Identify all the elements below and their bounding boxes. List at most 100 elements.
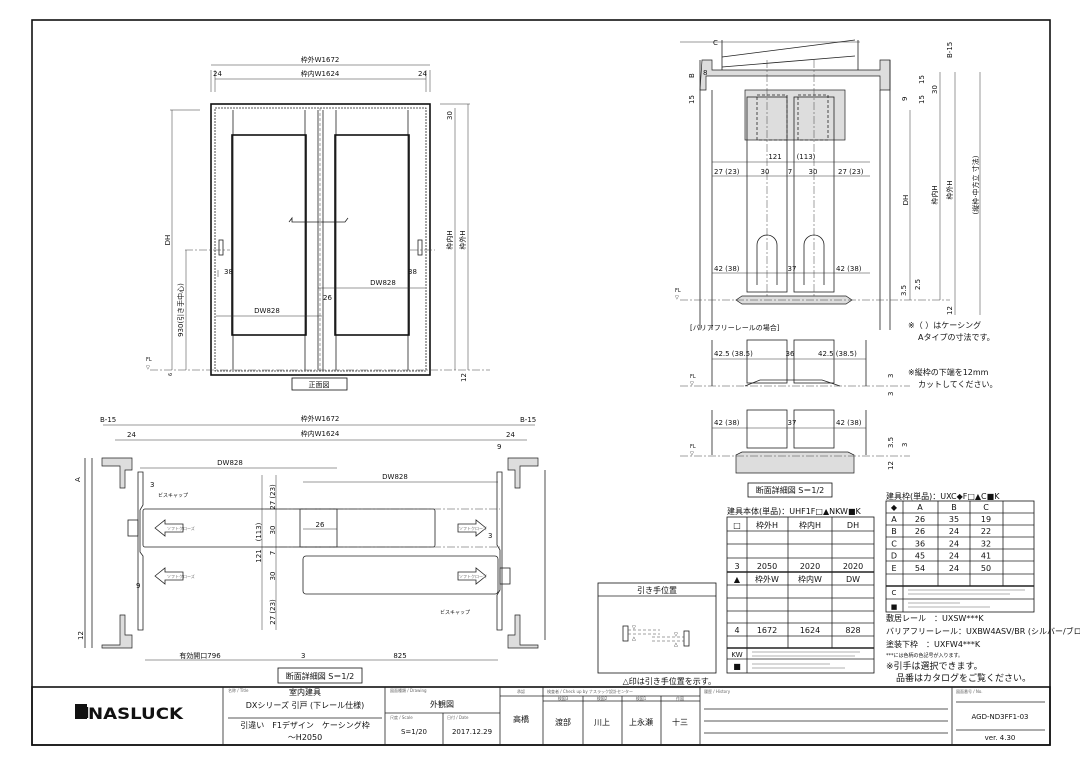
front-view-handle-offset-right-text: 38 [408,268,417,276]
vertical-section-d25-text: 2.5 [914,279,922,290]
horizontal-section-d3-bottom-text: 3 [301,652,305,660]
frame-table-cell: 26 [915,515,925,524]
rect-shape [75,704,87,719]
head-frame [699,59,891,91]
rect-shape [793,339,835,384]
door-table-row-h-2-text: 2020 [800,562,820,571]
horizontal-section-soft-close-text: ソフトクローズ [167,525,195,531]
frame-table-title: 建具枠(単品)：UXC◆F□▲C■K [886,491,1000,501]
title-block-logo-text: NASLUCK [88,704,184,723]
rect-shape [797,94,829,141]
rect-shape [726,516,875,674]
vertical-section-caption: 断面詳細図 S＝1/2 [756,485,825,495]
text-shape: ▽ [632,625,636,631]
text-shape: ▽ [690,451,694,457]
vertical-section-d15a-text: 15 [918,75,926,84]
vertical-section-rail-row-2-text: 42 (38) [836,419,862,427]
front-view-overlap-text: 26 [323,294,332,302]
fl-marker: FL [146,357,152,363]
vertical-section-d8-text: 8 [703,69,707,77]
door-table-title: 建具本体(単品)：UHF1F□▲NKW■K [727,506,862,516]
horizontal-section-d26-text: 26 [316,521,325,529]
frame-table-cell: 50 [981,564,991,573]
frame-table-cell: 32 [981,539,991,548]
text-shape: △ [674,642,678,648]
door-table-row-w-2-text: 1624 [800,626,820,635]
door-table-header-w-1-text: 枠外W [755,574,779,584]
horizontal-section-vert-dims-2-text: 7 [269,551,277,555]
frame-table-cell: 24 [949,564,959,573]
vertical-section-bf-row-0-text: 42.5 (38.5) [714,350,753,358]
door-table-header-h-0-text: □ [733,521,741,530]
horizontal-section-d121-text: 121 [255,549,263,562]
rect-shape [793,409,835,449]
title-block-title-1-text: 室内建具 [289,687,321,697]
vertical-section-d12-text: 12 [946,306,954,315]
handle-left-icon [218,239,224,256]
door-table-header-w-0-text: ▲ [734,575,741,584]
notes-barrier-free-rail-text: バリアフリーレール：UXBW4ASV/BR (シルバー/ブロンズ) [886,626,1080,636]
dim-dh: DH [164,235,172,246]
path-shape [154,519,184,537]
glass-panel-left [231,134,307,336]
title-block-checkers-1-label-text: 検図2 [597,695,608,701]
title-block-title-2-text: DXシリーズ 引戸 (下レール仕様) [246,700,365,710]
door-table-header-w-3-text: DW [846,575,860,584]
rect-shape [683,630,690,647]
g-shape [222,687,1045,745]
horizontal-section-screw-cap-left-text: ビスキャップ [158,492,188,499]
glass-panel-right [334,134,410,336]
dim-side-left: 24 [213,70,222,78]
frame-table-cell: 24 [949,552,959,561]
title-block-drawing-label-text: 図面種類 / Drawing [390,687,427,693]
notes-color-code-text: ***には色柄の色記号が入ります。 [886,652,963,659]
vertical-section-fl-text: FL [675,288,681,294]
rect-shape [885,500,1035,613]
horizontal-section-d9-top-text: 9 [497,443,501,451]
horizontal-section-vert-dims-4-text: 27 (23) [269,599,277,625]
front-view-handle-offset-left-text: 38 [224,268,233,276]
title-block-drawing-text: 外観図 [430,699,454,709]
frame-table-cell: B [891,527,897,536]
horizontal-section-d12-text: 12 [77,631,85,640]
vertical-section-d30-text: 30 [931,85,939,94]
break-mark [288,216,349,223]
dim-side-right: 24 [418,70,427,78]
dim-handle-height: 930(引き手中心) [176,283,185,337]
path-shape [721,39,856,68]
frame-table-cell: 19 [981,515,991,524]
vertical-section-bottom-row-1-text: 37 [788,265,797,273]
version: ver. 4.30 [985,734,1016,742]
title-block-approval-text: 高橋 [513,714,529,724]
title-block-title-label-text: 名称 / Title [228,687,249,693]
vertical-section-d113-text: (113) [797,153,816,161]
rect-shape [277,667,363,684]
horizontal-section-b15-right-text: B-15 [520,416,536,424]
path-shape [803,234,825,285]
lower-rail [735,451,855,474]
frame-table-header-0-text: ◆ [891,503,898,512]
rect-shape [746,339,788,384]
horizontal-section-d24-left-text: 24 [127,431,136,439]
vertical-section-dh-text: DH [902,195,910,206]
horizontal-section-a-text: A [74,477,82,482]
door-table-row-w-0-text: 4 [734,626,739,635]
dim-dw-right: DW828 [370,279,396,287]
vertical-section-bf-row-2-text: 42.5 (38.5) [818,350,857,358]
vertical-section: C B-15 8 B 15 15 30 9 15 DH 枠内H 枠外H (縦枠·… [675,39,998,498]
horizontal-section-soft-close-text: ソフトクローズ [459,573,487,579]
rect-shape [214,107,427,372]
path-shape [137,471,144,631]
title-block-checkers-2-name-text: 上永瀬 [629,717,653,727]
door-table-header-w-2-text: 枠内W [798,574,822,584]
frame-table-cell: 26 [915,527,925,536]
horizontal-section-dw-right-text: DW828 [382,473,408,481]
vertical-section-d15-left-text: 15 [688,95,696,104]
text-shape: ▽ [146,365,150,371]
text-shape: ▽ [674,632,678,638]
vertical-section-rail-35-text: 3.5 [887,437,895,448]
title-block-checkers-3-name-text: 十三 [672,717,688,727]
horizontal-section-d113-text: (113) [255,522,263,541]
vertical-section-rail-12-text: 12 [887,461,895,470]
